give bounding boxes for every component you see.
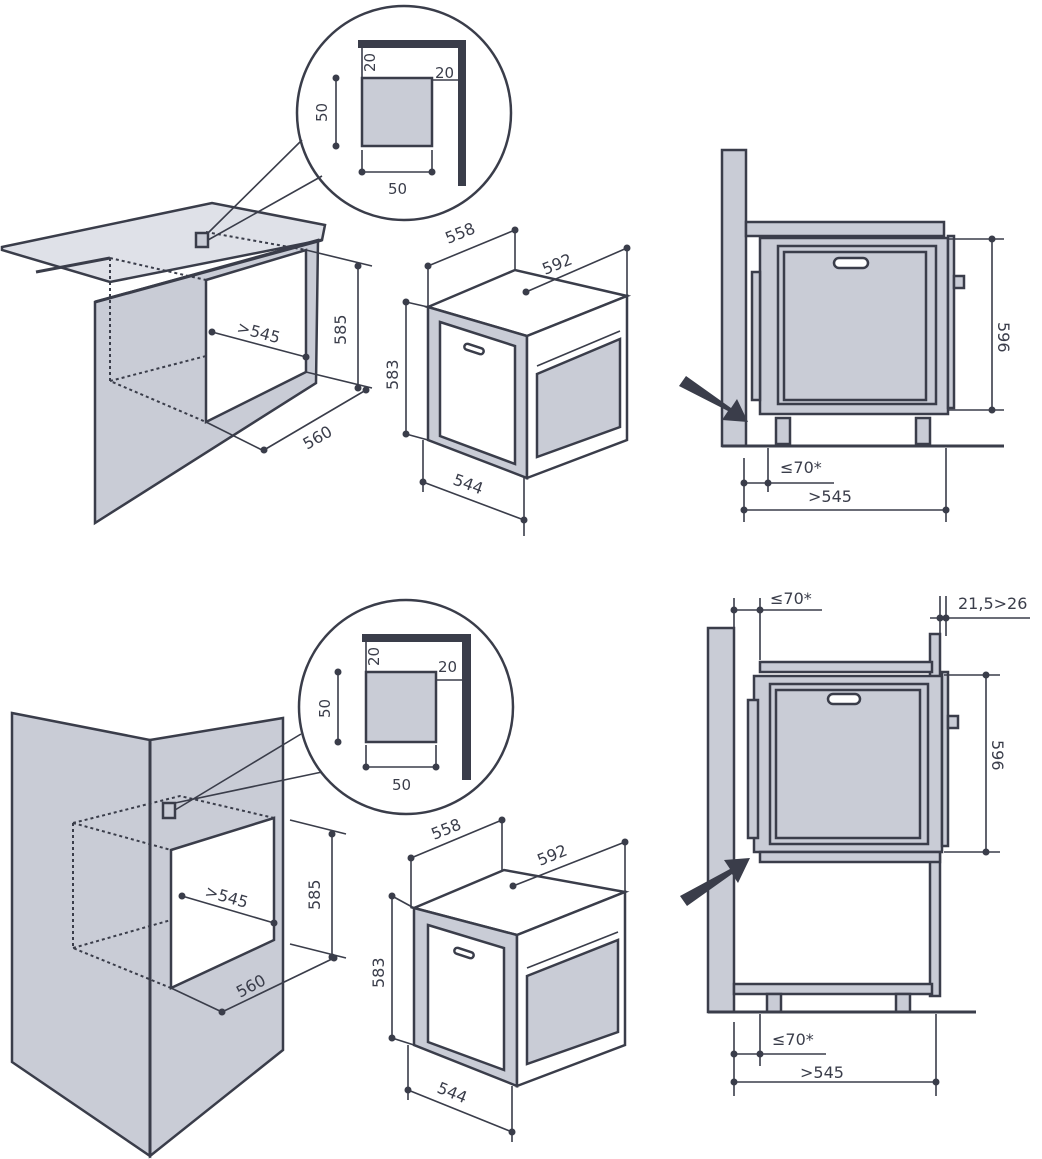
label-niche-height: 585: [305, 879, 324, 910]
column-niche-opening: [169, 816, 276, 990]
top-right-section-view: 596 ≤70* >545: [679, 148, 1013, 522]
oven-handle-section: [826, 692, 862, 706]
oven-foot: [914, 416, 932, 446]
label-oven-depth: 592: [539, 250, 574, 279]
oven-handle-side: [453, 946, 475, 960]
label-vent-width: 50: [392, 776, 411, 794]
countertop-section: [744, 220, 946, 238]
bottom-left-niche-view: 20 20 50 50 >545 585 560: [10, 598, 515, 1159]
oven-handle-section: [832, 256, 870, 270]
column-side-panel: [10, 711, 152, 1159]
label-gap-top: 20: [361, 53, 379, 72]
ventilation-arrow: [680, 858, 750, 906]
label-oven-height: 583: [369, 957, 388, 988]
wall: [706, 626, 736, 1014]
top-oven-view: 558 592 583 544: [383, 219, 632, 536]
oven-foot: [774, 416, 792, 446]
cabinet-foot: [765, 992, 783, 1014]
cabinet-foot: [894, 992, 912, 1014]
label-vent-height: 50: [313, 103, 331, 122]
vent-opening: [360, 76, 434, 148]
label-section-height: 596: [994, 322, 1013, 353]
label-oven-width-top: 558: [428, 815, 463, 844]
oven-door-section: [774, 688, 922, 840]
label-vent-width: 50: [388, 180, 407, 198]
label-section-depth: >545: [808, 487, 852, 506]
label-section-height: 596: [988, 740, 1007, 771]
label-vent-height: 50: [316, 699, 334, 718]
shelf-top: [758, 660, 934, 674]
oven-window: [535, 337, 622, 459]
label-gap-side: 20: [435, 64, 454, 82]
vent-square: [161, 801, 177, 820]
label-section-depth: >545: [800, 1063, 844, 1082]
oven-door-section: [782, 250, 928, 402]
bottom-oven-view: 558 592 583 544: [369, 815, 630, 1142]
label-oven-height: 583: [383, 359, 402, 390]
oven-handle-side: [463, 342, 485, 356]
ventilation-arrow: [679, 376, 748, 422]
label-gap-side: 20: [438, 658, 457, 676]
top-left-niche-view: 20 20 50 50 >545 585 560: [0, 4, 513, 526]
label-section-gap: ≤70*: [780, 458, 822, 477]
base-plinth: [732, 982, 934, 996]
oven-window: [525, 938, 620, 1066]
label-oven-width-top: 558: [442, 219, 477, 248]
label-section-gap-top: ≤70*: [770, 589, 812, 608]
label-niche-height: 585: [331, 314, 350, 345]
shelf-bottom: [758, 850, 942, 864]
label-gap-top: 20: [365, 647, 383, 666]
label-section-gap-bottom: ≤70*: [772, 1030, 814, 1049]
vent-opening: [364, 670, 438, 744]
bottom-right-section-view: ≤70* 21,5>26 596 ≤70* >545: [680, 589, 1030, 1096]
label-section-offset: 21,5>26: [958, 594, 1027, 613]
wall: [720, 148, 748, 448]
vent-square: [194, 231, 210, 249]
